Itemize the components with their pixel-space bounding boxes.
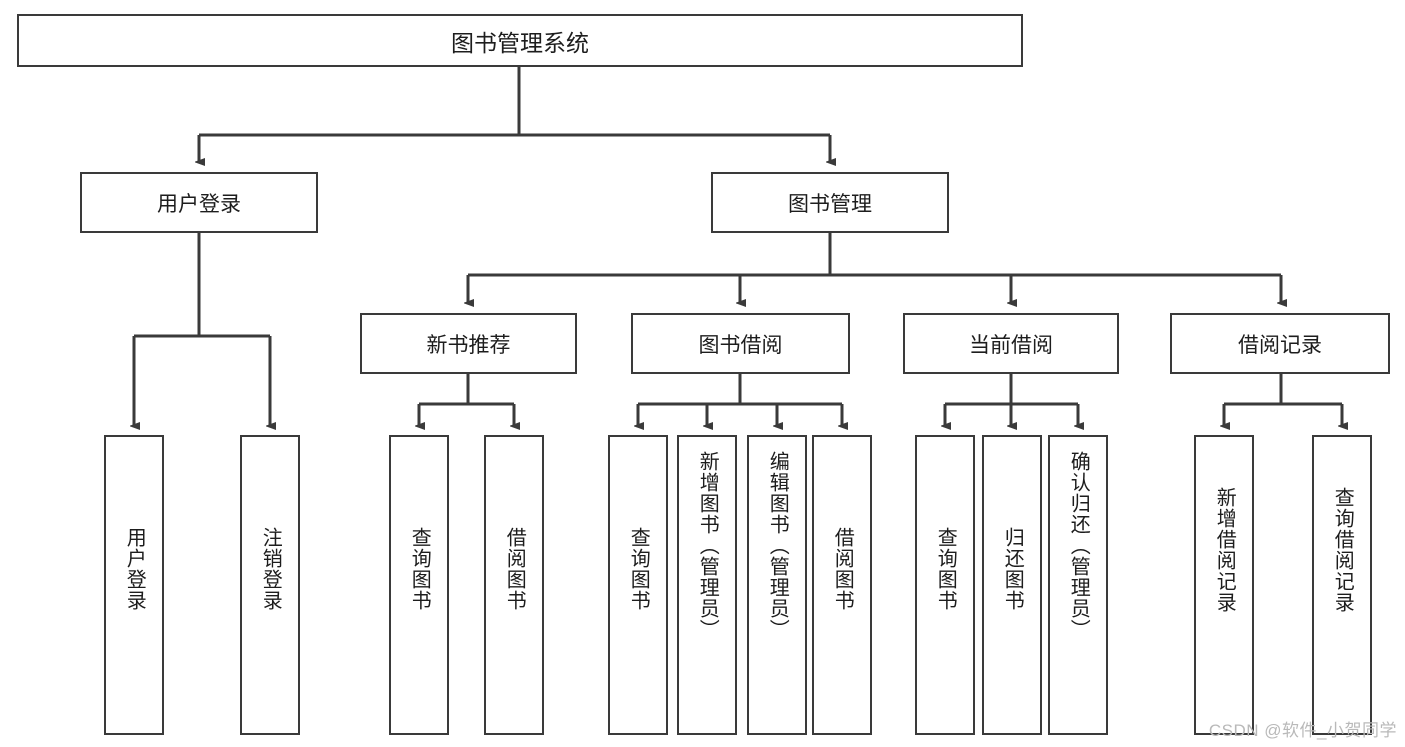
- node-new-book-recommend-label: 新书推荐: [426, 333, 511, 357]
- leaf-label: 查询图书: [408, 527, 431, 611]
- node-book-borrow[interactable]: 图书借阅: [631, 313, 850, 374]
- leaf-book-borrow-edit[interactable]: 编辑图书（管理员）: [747, 435, 807, 735]
- leaf-new-book-borrow[interactable]: 借阅图书: [484, 435, 544, 735]
- leaf-current-borrow-confirm[interactable]: 确认归还（管理员）: [1048, 435, 1108, 735]
- node-user-login[interactable]: 用户登录: [80, 172, 318, 233]
- leaf-label: 归还图书: [1001, 527, 1024, 611]
- leaf-label: 查询借阅记录: [1331, 487, 1354, 613]
- leaf-label: 查询图书: [934, 527, 957, 611]
- node-borrow-record[interactable]: 借阅记录: [1170, 313, 1390, 374]
- watermark-text: CSDN @软件_小贺同学: [1208, 721, 1397, 740]
- node-root-label: 图书管理系统: [451, 29, 589, 56]
- node-new-book-recommend[interactable]: 新书推荐: [360, 313, 577, 374]
- leaf-label: 新增图书（管理员）: [696, 451, 719, 640]
- node-root-system[interactable]: 图书管理系统: [17, 14, 1023, 67]
- leaf-label: 新增借阅记录: [1213, 487, 1236, 613]
- leaf-new-book-query[interactable]: 查询图书: [389, 435, 449, 735]
- leaf-current-borrow-return[interactable]: 归还图书: [982, 435, 1042, 735]
- leaf-label: 查询图书: [627, 527, 650, 611]
- leaf-label: 借阅图书: [831, 527, 854, 611]
- leaf-book-borrow-add[interactable]: 新增图书（管理员）: [677, 435, 737, 735]
- leaf-borrow-record-query[interactable]: 查询借阅记录: [1312, 435, 1372, 735]
- leaf-label: 编辑图书（管理员）: [766, 451, 789, 640]
- node-book-management[interactable]: 图书管理: [711, 172, 949, 233]
- leaf-label: 注销登录: [259, 527, 282, 611]
- leaf-user-login-login[interactable]: 用户登录: [104, 435, 164, 735]
- node-book-management-label: 图书管理: [788, 192, 872, 216]
- leaf-label: 用户登录: [123, 527, 146, 611]
- leaf-book-borrow-query[interactable]: 查询图书: [608, 435, 668, 735]
- leaf-label: 确认归还（管理员）: [1067, 451, 1090, 640]
- node-current-borrow-label: 当前借阅: [969, 333, 1053, 357]
- leaf-label: 借阅图书: [503, 527, 526, 611]
- node-current-borrow[interactable]: 当前借阅: [903, 313, 1119, 374]
- node-borrow-record-label: 借阅记录: [1238, 333, 1322, 357]
- node-user-login-label: 用户登录: [157, 192, 241, 216]
- leaf-current-borrow-query[interactable]: 查询图书: [915, 435, 975, 735]
- leaf-user-login-logout[interactable]: 注销登录: [240, 435, 300, 735]
- node-book-borrow-label: 图书借阅: [698, 333, 783, 357]
- leaf-book-borrow-borrow[interactable]: 借阅图书: [812, 435, 872, 735]
- leaf-borrow-record-add[interactable]: 新增借阅记录: [1194, 435, 1254, 735]
